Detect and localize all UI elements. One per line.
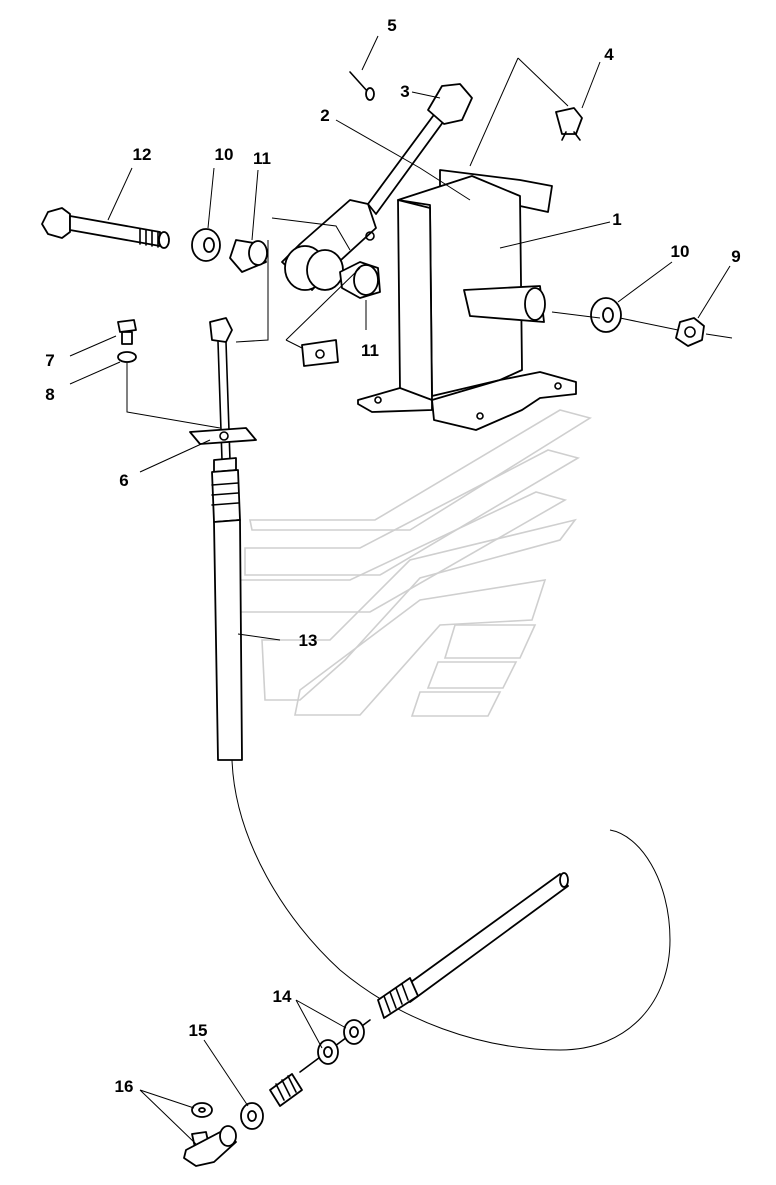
ball-joint-16 xyxy=(183,1102,237,1167)
mounting-bracket-1 xyxy=(357,169,577,431)
cable-lower-end xyxy=(299,872,569,1073)
plate-6 xyxy=(189,427,257,445)
washer-10-left xyxy=(191,228,221,262)
washers-14 xyxy=(317,1019,365,1065)
callout-16: 16 xyxy=(115,1077,134,1096)
callout-10-right: 10 xyxy=(671,242,690,261)
bushing-11-upper xyxy=(229,239,268,273)
callout-7: 7 xyxy=(45,351,54,370)
lever-knob-3 xyxy=(427,83,473,125)
callout-5: 5 xyxy=(387,16,396,35)
callout-10-left: 10 xyxy=(215,145,234,164)
screw-7 xyxy=(117,319,137,345)
callout-labels: 5 3 2 4 1 10 9 12 10 11 11 7 8 6 13 14 1… xyxy=(45,16,740,1096)
washer-10-right xyxy=(590,297,622,333)
cable-housing-13 xyxy=(211,457,671,1051)
callout-1: 1 xyxy=(612,210,621,229)
shift-lever-2 xyxy=(281,111,447,291)
callout-2: 2 xyxy=(320,106,329,125)
leader-lines xyxy=(69,35,733,1145)
nut-9 xyxy=(675,317,705,347)
bolt-12 xyxy=(41,207,170,249)
threaded-stud xyxy=(269,1073,303,1107)
callout-3: 3 xyxy=(400,82,409,101)
callout-11-upper: 11 xyxy=(253,149,271,168)
callout-8: 8 xyxy=(45,385,54,404)
callout-6: 6 xyxy=(119,471,128,490)
nut-15 xyxy=(240,1102,264,1130)
bushing-11-lower xyxy=(339,261,381,299)
lock-washer-8 xyxy=(117,351,137,363)
clip-4 xyxy=(555,107,583,141)
callout-15: 15 xyxy=(189,1021,208,1040)
lock-plate xyxy=(301,339,339,367)
callout-14: 14 xyxy=(273,987,292,1006)
cotter-pin-5 xyxy=(349,71,375,101)
watermark-logo xyxy=(223,409,592,717)
callout-12: 12 xyxy=(133,145,152,164)
callout-9: 9 xyxy=(731,247,740,266)
callout-11-lower: 11 xyxy=(361,341,379,360)
callout-13: 13 xyxy=(299,631,318,650)
callout-4: 4 xyxy=(604,45,614,64)
